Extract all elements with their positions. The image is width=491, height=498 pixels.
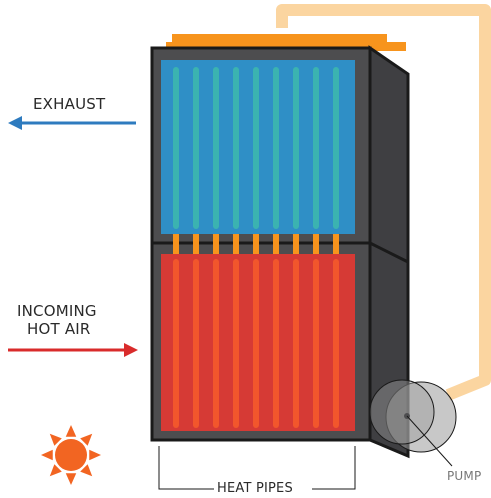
incoming-label-line2: HOT AIR: [27, 320, 91, 338]
sun-ray: [41, 449, 53, 461]
pump-back-disc: [385, 381, 457, 453]
heat-pipes-label: HEAT PIPES: [217, 481, 293, 496]
heat-pipes-bracket: [158, 446, 356, 490]
heat-pipe-joint: [313, 234, 319, 254]
exhaust-label: EXHAUST: [33, 95, 106, 113]
pump-leader: [406, 415, 453, 467]
pump-front-disc: [369, 379, 435, 445]
sun-ray: [80, 464, 93, 477]
sun-ray: [89, 449, 101, 461]
heat-pipe-joint: [233, 234, 239, 254]
sun-ray: [80, 433, 93, 446]
sun-ray: [65, 473, 77, 485]
incoming-label-line1: INCOMING: [17, 302, 97, 320]
return-pipe: [276, 4, 491, 401]
top-manifold-bar: [172, 34, 387, 42]
heat-pipe-joint: [333, 234, 339, 254]
chamber-divider-side: [369, 241, 409, 264]
sun-ray: [65, 425, 77, 437]
exhaust-arrow: [8, 116, 136, 130]
sun-icon: [41, 425, 101, 485]
sun-ray: [49, 433, 62, 446]
cold-pipe-group: [173, 67, 339, 229]
heat-pipe-joint: [293, 234, 299, 254]
sun-ray: [49, 464, 62, 477]
heat-pipe-joint: [213, 234, 219, 254]
hot-pipe-group: [173, 259, 339, 428]
pump-label: PUMP: [447, 469, 482, 483]
pump-icon: [369, 379, 457, 467]
pipe-joint-group: [173, 234, 339, 254]
incoming-air-arrow: [8, 343, 138, 357]
heat-pipe-joint: [173, 234, 179, 254]
heat-pipe-joint: [253, 234, 259, 254]
heat-pipe-joint: [193, 234, 199, 254]
heat-pipe-joint: [273, 234, 279, 254]
